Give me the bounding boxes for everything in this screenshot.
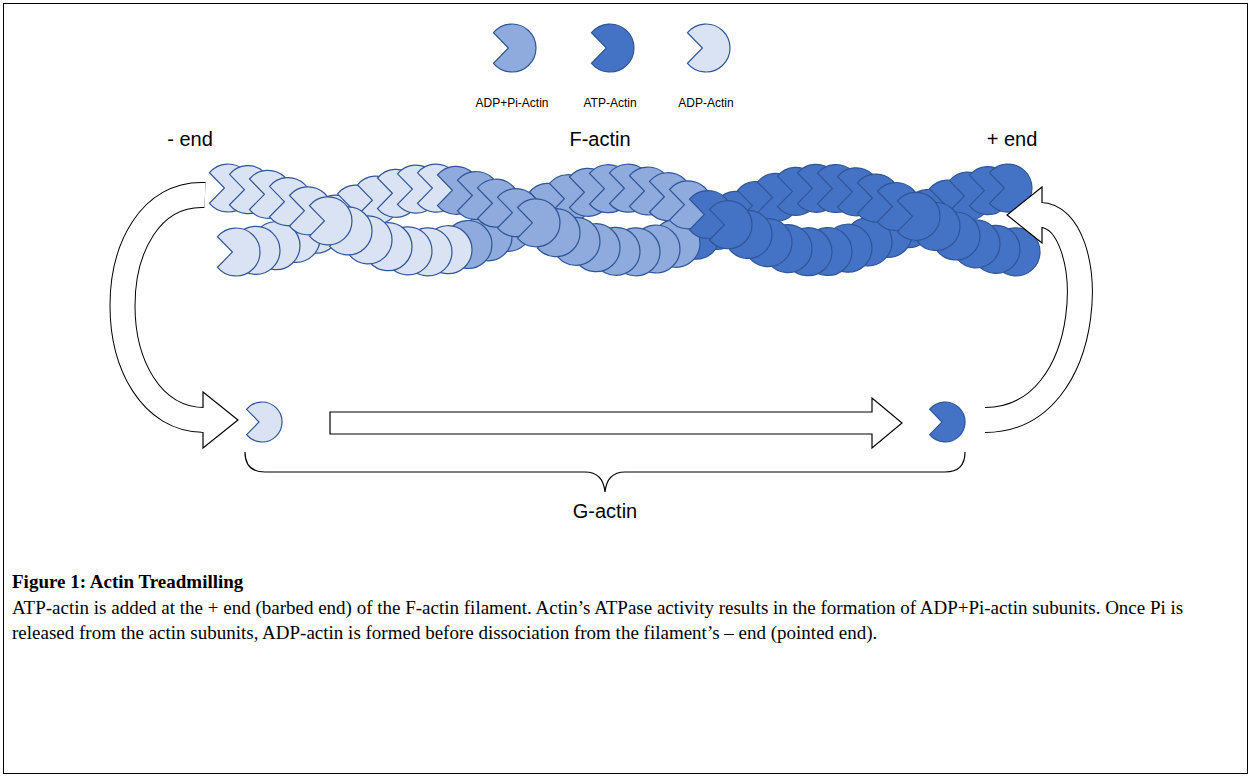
filament-label: F-actin [569, 128, 630, 151]
legend-swatch [688, 24, 730, 72]
straight-arrow [330, 398, 902, 448]
actin-filament [210, 164, 1040, 276]
legend-label: ATP-Actin [583, 96, 636, 110]
actin-subunit [247, 402, 282, 442]
legend-label: ADP+Pi-Actin [475, 96, 548, 110]
actin-subunit [930, 402, 965, 442]
curved-arrow-fill [123, 195, 206, 420]
actin-subunit [710, 201, 752, 249]
arrow-head [1007, 187, 1042, 243]
figure-caption: Figure 1: Actin Treadmilling [12, 571, 243, 593]
curved-arrow [123, 195, 206, 420]
arrow-join [1041, 203, 1044, 227]
actin-subunit [898, 192, 940, 240]
legend-swatch [592, 24, 634, 72]
arrow-head [203, 392, 238, 448]
legend-marks [494, 24, 730, 72]
actin-subunit [310, 197, 352, 245]
actin-subunit [518, 199, 560, 247]
curved-arrow [985, 215, 1080, 420]
actin-subunit [218, 228, 260, 276]
caption-body: ATP-actin is added at the + end (barbed … [12, 596, 1237, 645]
curved-arrow-fill [985, 215, 1080, 420]
brace [245, 452, 965, 492]
legend-swatch [494, 24, 536, 72]
end-label: + end [987, 128, 1038, 151]
legend-label: ADP-Actin [678, 96, 733, 110]
arrow-join [202, 408, 205, 432]
g-actin-label: G-actin [573, 500, 637, 523]
end-label: - end [167, 128, 213, 151]
